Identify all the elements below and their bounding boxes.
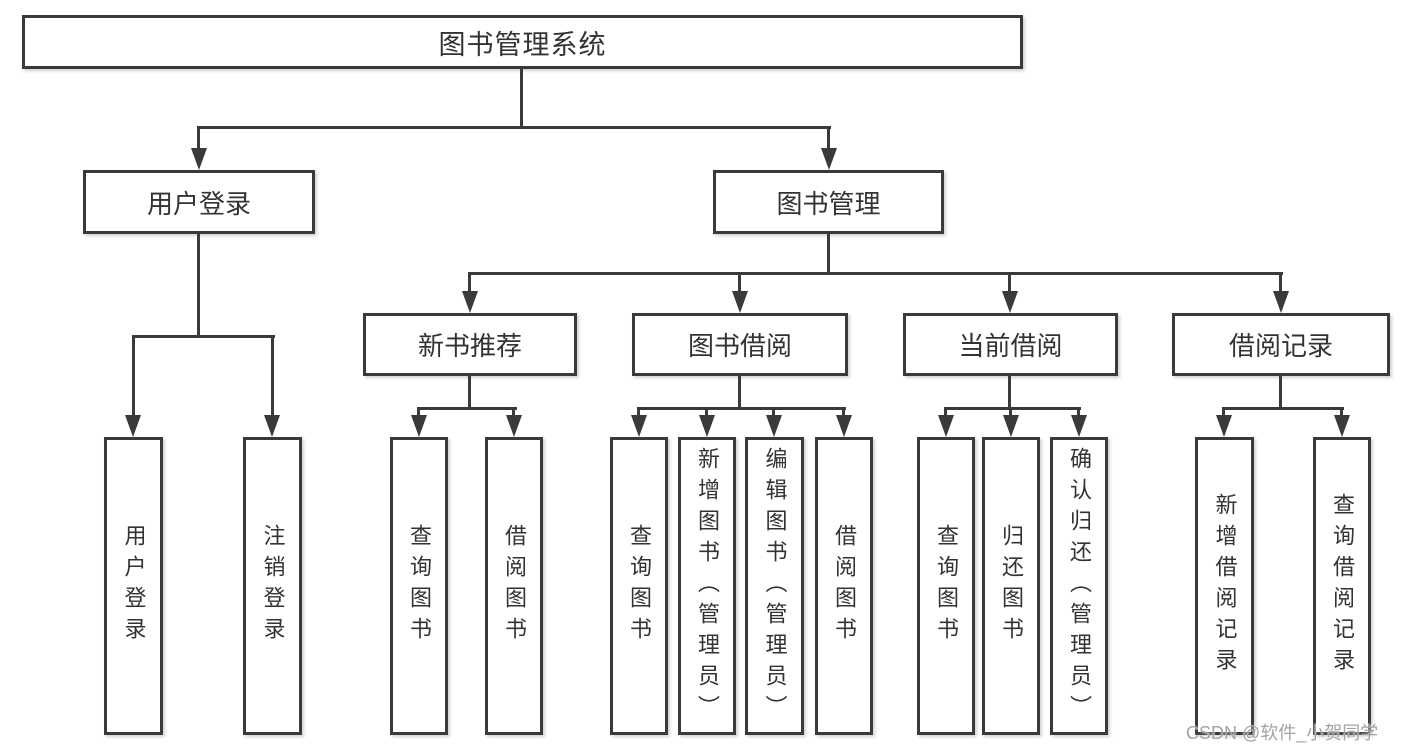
leaf-logout: 注销登录 (243, 437, 302, 735)
connector-line (1222, 407, 1225, 417)
connector-line (772, 407, 775, 417)
node-label: 新书推荐 (417, 331, 522, 361)
arrowhead-down-icon (938, 415, 954, 437)
connector-line (468, 272, 1283, 275)
connector-line (944, 407, 1081, 410)
arrowhead-down-icon (1273, 291, 1289, 313)
connector-line (842, 407, 845, 417)
connector-line (1340, 407, 1343, 417)
leaf-label: 归还图书 (999, 524, 1024, 648)
node-label: 用户登录 (146, 188, 251, 219)
node-borrowing-records: 借阅记录 (1172, 313, 1390, 376)
connector-line (520, 69, 523, 127)
node-label: 图书借阅 (687, 331, 792, 361)
connector-line (512, 407, 515, 417)
connector-line (1077, 407, 1080, 417)
arrowhead-down-icon (766, 415, 782, 437)
connector-line (637, 407, 640, 417)
node-book-management: 图书管理 (713, 170, 944, 234)
watermark-text: CSDN @软件_小贺同学 (1186, 723, 1379, 743)
leaf-query-borrowing-record: 查询借阅记录 (1313, 437, 1371, 735)
node-label: 当前借阅 (958, 331, 1063, 361)
connector-line (738, 376, 741, 409)
connector-line (827, 126, 830, 150)
leaf-label: 借阅图书 (502, 524, 527, 648)
arrowhead-down-icon (699, 415, 715, 437)
connector-line (1008, 272, 1011, 293)
connector-line (738, 272, 741, 293)
connector-line (1222, 407, 1344, 410)
node-label: 借阅记录 (1228, 331, 1333, 361)
arrowhead-down-icon (264, 415, 280, 437)
connector-line (417, 407, 420, 417)
leaf-label: 借阅图书 (832, 524, 857, 648)
leaf-label: 查询借阅记录 (1330, 493, 1355, 679)
arrowhead-down-icon (1216, 415, 1232, 437)
node-user-login: 用户登录 (83, 170, 315, 234)
connector-line (1279, 376, 1282, 409)
connector-line (827, 234, 830, 275)
connector-line (197, 234, 200, 337)
leaf-query-books-current: 查询图书 (917, 437, 975, 735)
node-label: 图书管理 (776, 188, 881, 219)
leaf-label: 确认归还（管理员） (1067, 446, 1092, 726)
arrowhead-down-icon (1002, 291, 1018, 313)
leaf-return-books: 归还图书 (982, 437, 1040, 735)
connector-line (637, 407, 846, 410)
arrowhead-down-icon (506, 415, 522, 437)
arrowhead-down-icon (462, 291, 478, 313)
node-book-borrowing: 图书借阅 (632, 313, 848, 376)
node-label: 图书管理系统 (438, 29, 607, 60)
leaf-add-books-admin: 新增图书（管理员） (678, 437, 736, 735)
leaf-label: 查询图书 (934, 524, 959, 648)
node-current-borrowing: 当前借阅 (903, 313, 1118, 376)
leaf-borrow-books-borrowing: 借阅图书 (815, 437, 873, 735)
connector-line (197, 126, 831, 129)
arrowhead-down-icon (1334, 415, 1350, 437)
leaf-query-books-borrowing: 查询图书 (610, 437, 668, 735)
arrowhead-down-icon (836, 415, 852, 437)
connector-line (468, 376, 471, 409)
arrowhead-down-icon (631, 415, 647, 437)
connector-line (132, 335, 135, 417)
arrowhead-down-icon (411, 415, 427, 437)
connector-line (1008, 376, 1011, 409)
connector-line (468, 272, 471, 293)
leaf-label: 用户登录 (121, 524, 147, 648)
connector-line (417, 407, 517, 410)
leaf-label: 新增图书（管理员） (695, 446, 720, 726)
arrowhead-down-icon (1003, 415, 1019, 437)
leaf-label: 注销登录 (260, 524, 286, 648)
leaf-label: 查询图书 (407, 524, 432, 648)
arrowhead-down-icon (821, 148, 837, 170)
connector-line (1279, 272, 1282, 293)
leaf-edit-books-admin: 编辑图书（管理员） (745, 437, 804, 735)
connector-line (197, 126, 200, 150)
leaf-user-login: 用户登录 (104, 437, 163, 735)
connector-line (132, 335, 275, 338)
node-library-management-system: 图书管理系统 (22, 15, 1023, 69)
arrowhead-down-icon (125, 415, 141, 437)
arrowhead-down-icon (732, 291, 748, 313)
leaf-add-borrowing-record: 新增借阅记录 (1195, 437, 1254, 735)
connector-line (705, 407, 708, 417)
connector-line (1009, 407, 1012, 417)
leaf-confirm-return-admin: 确认归还（管理员） (1050, 437, 1108, 735)
connector-line (271, 335, 274, 417)
leaf-label: 新增借阅记录 (1212, 493, 1238, 679)
connector-line (944, 407, 947, 417)
arrowhead-down-icon (1071, 415, 1087, 437)
arrowhead-down-icon (191, 148, 207, 170)
leaf-borrow-books-recommendation: 借阅图书 (485, 437, 543, 735)
node-new-book-recommendation: 新书推荐 (363, 313, 577, 376)
leaf-label: 查询图书 (627, 524, 652, 648)
leaf-label: 编辑图书（管理员） (762, 446, 788, 726)
leaf-query-books-recommendation: 查询图书 (390, 437, 448, 735)
